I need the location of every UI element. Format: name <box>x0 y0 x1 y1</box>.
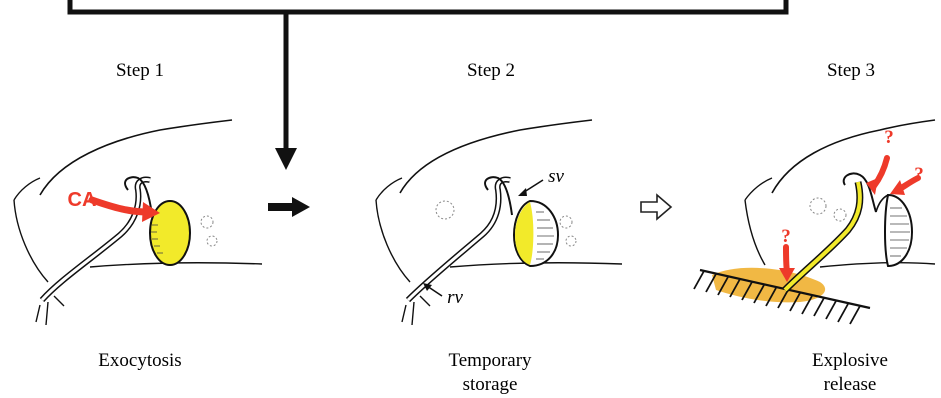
step3-caption-line2: release <box>780 374 920 396</box>
question-mark-right: ? <box>912 164 926 186</box>
ca-label: CA <box>62 189 102 211</box>
step2-caption-line1: Temporary <box>420 350 560 372</box>
step3-caption-line1: Explosive <box>780 350 920 372</box>
question-mark-bottom: ? <box>779 226 793 248</box>
step2-title: Step 2 <box>446 60 536 82</box>
bracket-down-arrow <box>275 12 297 170</box>
step3-organ <box>694 120 935 324</box>
step1-caption: Exocytosis <box>70 350 210 372</box>
hollow-arrow-step2-to-3 <box>641 195 671 219</box>
top-bracket <box>70 0 786 12</box>
step1-organ <box>14 120 262 325</box>
step2-caption-line2: storage <box>420 374 560 396</box>
step1-title: Step 1 <box>95 60 185 82</box>
step2-organ <box>376 120 622 325</box>
solid-arrow-step1-to-2 <box>268 197 310 217</box>
sv-label: sv <box>541 166 571 188</box>
rv-label: rv <box>440 287 470 309</box>
question-mark-top: ? <box>882 127 896 149</box>
step3-title: Step 3 <box>806 60 896 82</box>
